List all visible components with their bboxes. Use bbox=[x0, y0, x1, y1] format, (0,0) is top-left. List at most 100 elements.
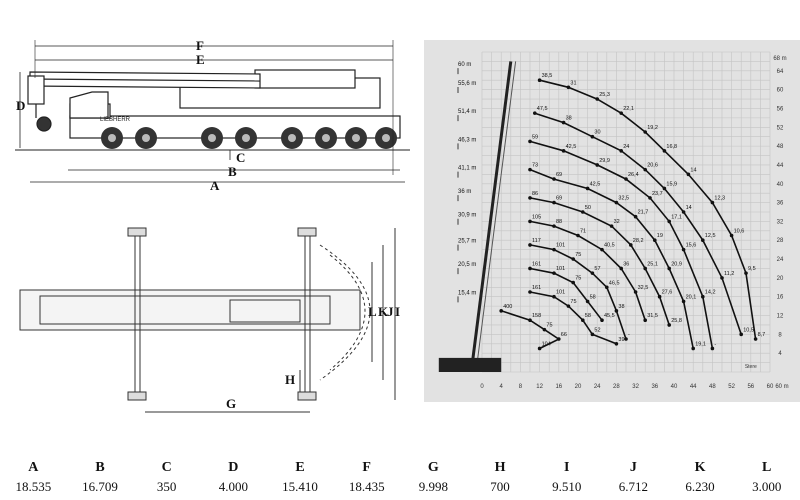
load-value-label: 40,5 bbox=[604, 243, 615, 249]
load-point bbox=[552, 200, 556, 205]
load-point bbox=[595, 163, 599, 167]
dimension-letter: L bbox=[762, 460, 772, 475]
load-value-label: 36 bbox=[623, 261, 629, 267]
dim-label-D: D bbox=[16, 98, 25, 113]
load-value-label: 58 bbox=[585, 313, 591, 319]
load-value-label: 16,8 bbox=[666, 144, 677, 150]
load-value-label: 117 bbox=[532, 238, 541, 244]
load-value-label: 39 bbox=[618, 337, 624, 343]
load-value-label: 158 bbox=[532, 313, 541, 319]
x-tick-label: 24 bbox=[594, 384, 601, 390]
load-point bbox=[619, 149, 623, 153]
load-value-label: 10,5 bbox=[743, 327, 754, 333]
load-value-label: 19,1 bbox=[695, 341, 706, 347]
load-curve bbox=[529, 197, 670, 326]
load-value-label: 20,1 bbox=[686, 294, 697, 300]
load-value-label: 73 bbox=[532, 163, 538, 169]
load-point bbox=[681, 210, 686, 214]
y-tick-label: 44 bbox=[777, 163, 784, 169]
x-tick-label: 4 bbox=[500, 384, 504, 390]
load-curve bbox=[534, 112, 742, 335]
y-tick-label: 12 bbox=[777, 314, 784, 320]
load-value-label: 69 bbox=[556, 172, 562, 178]
boom-length-label: 41,1 m bbox=[458, 166, 476, 172]
load-value-label: - bbox=[628, 332, 630, 338]
load-value-label: 69 bbox=[556, 196, 562, 202]
load-value-label: 22,1 bbox=[623, 106, 634, 112]
load-point bbox=[581, 210, 585, 214]
x-tick-label: 36 bbox=[651, 384, 658, 390]
load-value-label: 9,5 bbox=[748, 266, 756, 272]
dimension-letter: A bbox=[28, 460, 39, 475]
load-point bbox=[552, 177, 556, 181]
load-point bbox=[643, 318, 647, 323]
load-value-label: 45,5 bbox=[604, 313, 615, 319]
boom-length-label: 30,9 m bbox=[458, 213, 476, 219]
dim-label-I: I bbox=[395, 304, 400, 319]
load-value-label: 38,5 bbox=[542, 73, 553, 79]
crane-technical-drawings: F E D C B A LIEBHERR G H L K J I bbox=[15, 38, 410, 413]
load-point bbox=[720, 276, 724, 280]
load-point bbox=[710, 346, 715, 351]
dim-label-C: C bbox=[236, 150, 245, 165]
load-point bbox=[701, 294, 705, 299]
load-value-label: 400 bbox=[503, 304, 512, 310]
load-point bbox=[571, 257, 575, 261]
load-point bbox=[552, 271, 556, 275]
boom-length-label: 51,4 m bbox=[458, 109, 476, 115]
dimension-letter: K bbox=[694, 460, 706, 475]
load-point bbox=[561, 149, 566, 153]
load-point bbox=[681, 247, 686, 252]
load-value-label: 58 bbox=[590, 294, 596, 300]
load-value-label: 25,1 bbox=[647, 261, 658, 267]
crane-body bbox=[438, 357, 502, 372]
y-tick-label: 4 bbox=[778, 351, 782, 357]
dimension-letter: D bbox=[228, 460, 239, 475]
load-value-label: 75 bbox=[570, 299, 576, 305]
load-point bbox=[537, 346, 542, 351]
dimension-value: 6.230 bbox=[685, 479, 715, 494]
load-point bbox=[739, 332, 743, 337]
load-point bbox=[667, 219, 671, 224]
load-value-label: 38 bbox=[618, 304, 624, 310]
boom-length-label: 46,3 m bbox=[458, 137, 476, 143]
load-point bbox=[581, 318, 585, 323]
load-point bbox=[614, 341, 619, 346]
load-point bbox=[533, 111, 537, 115]
load-value-label: 66 bbox=[561, 332, 567, 338]
load-value-label: 15,6 bbox=[686, 243, 697, 249]
chart-background bbox=[424, 40, 800, 402]
dim-label-B: B bbox=[228, 164, 237, 179]
load-point bbox=[566, 85, 571, 90]
y-tick-label: 20 bbox=[777, 276, 784, 282]
load-value-label: 104 bbox=[542, 341, 551, 347]
load-value-label: 15,9 bbox=[666, 181, 677, 187]
load-value-label: 24 bbox=[623, 144, 629, 150]
dimension-K: K 6.230 bbox=[667, 458, 734, 496]
x-tick-label: 8 bbox=[519, 384, 523, 390]
load-value-label: 17,1 bbox=[671, 214, 682, 220]
y-tick-label: 16 bbox=[777, 295, 784, 301]
load-point bbox=[643, 167, 647, 172]
load-value-label: 21,7 bbox=[638, 210, 649, 216]
load-point bbox=[528, 318, 532, 323]
boom-length-label: 55,6 m bbox=[458, 81, 476, 87]
load-value-label: 32 bbox=[614, 219, 620, 225]
dimension-letter: I bbox=[563, 460, 570, 475]
x-tick-label: 0 bbox=[480, 384, 484, 390]
load-point bbox=[753, 337, 758, 341]
load-value-label: 11,2 bbox=[724, 271, 734, 277]
load-value-label: 75 bbox=[575, 252, 581, 258]
load-point bbox=[691, 346, 695, 351]
load-value-label: 27,6 bbox=[662, 290, 673, 296]
load-value-label: 29,9 bbox=[599, 158, 610, 164]
dimension-letter: E bbox=[295, 460, 305, 475]
